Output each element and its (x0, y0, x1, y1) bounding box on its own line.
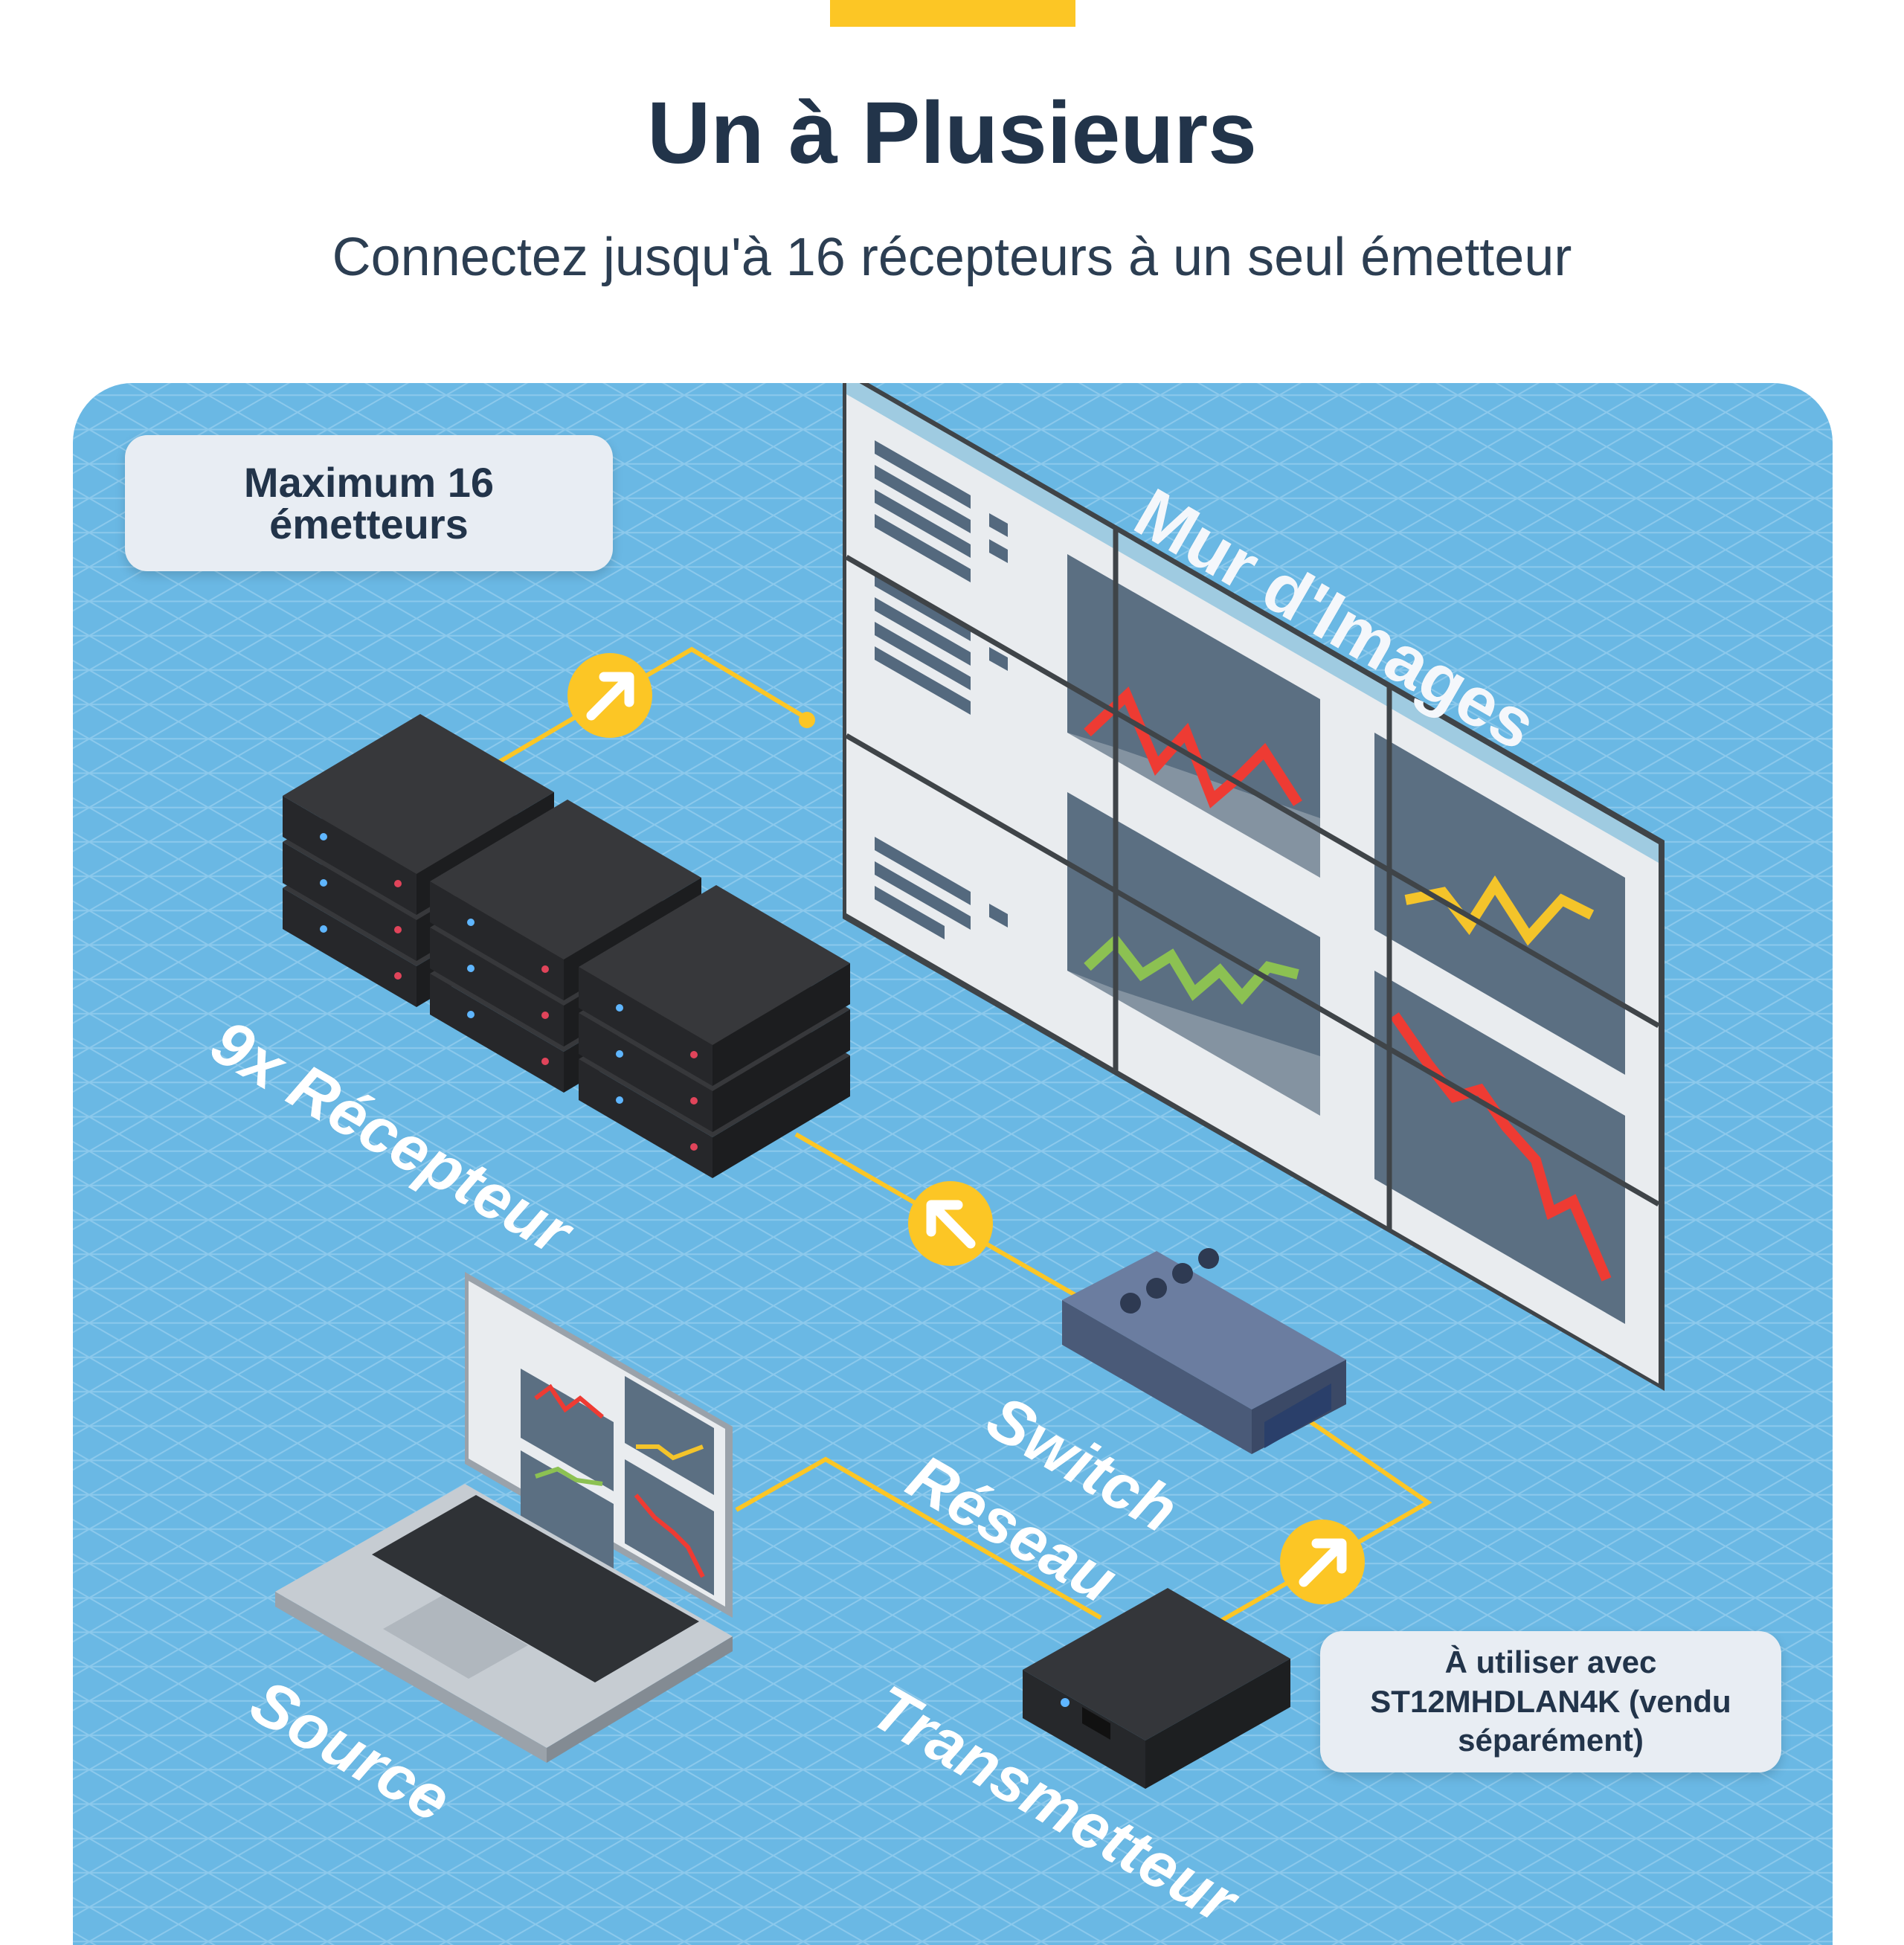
receiver-unit (579, 885, 850, 1086)
cable-receivers-to-wall (497, 646, 808, 765)
laptop-source (275, 1272, 733, 1763)
page-title: Un à Plusieurs (647, 84, 1257, 182)
diagram-scene (73, 383, 1833, 1945)
use-with-text: À utiliser avec ST12MHDLAN4K (vendu sépa… (1370, 1645, 1731, 1758)
video-wall (843, 383, 1665, 1391)
arrow-up-right-icon (1280, 1520, 1365, 1604)
max-emitters-text: Maximum 16 émetteurs (243, 458, 495, 547)
arrow-up-left-icon (908, 1181, 993, 1266)
max-emitters-box: Maximum 16 émetteurs (125, 435, 613, 571)
use-with-box: À utiliser avec ST12MHDLAN4K (vendu sépa… (1320, 1631, 1781, 1772)
page-subtitle: Connectez jusqu'à 16 récepteurs à un seu… (332, 228, 1572, 287)
transmitter-device (1023, 1588, 1290, 1789)
network-switch (1062, 1248, 1346, 1454)
receiver-stack (283, 714, 850, 1178)
cable-source-to-transmitter (735, 1456, 1102, 1620)
accent-bar (830, 0, 1075, 27)
diagram-panel (73, 383, 1833, 1945)
arrow-up-right-icon (567, 653, 652, 738)
